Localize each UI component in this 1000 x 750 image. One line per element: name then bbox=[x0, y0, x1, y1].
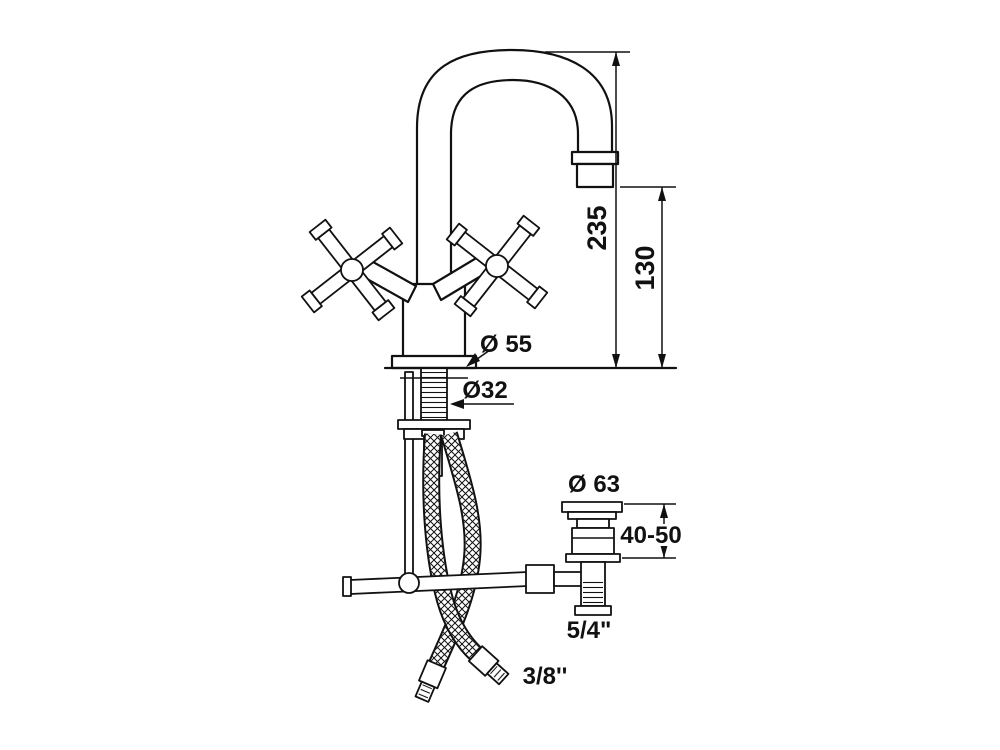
waste-neck bbox=[576, 518, 610, 529]
waste-body bbox=[571, 527, 615, 555]
faucet-body bbox=[390, 282, 478, 370]
linkage-nut bbox=[525, 564, 555, 594]
dia-63-label: Ø 63 bbox=[568, 471, 620, 498]
spout-aerator bbox=[575, 162, 615, 189]
waste-bottom-ring bbox=[574, 605, 612, 616]
linkage-rod bbox=[349, 571, 529, 595]
mounting-washer bbox=[397, 419, 471, 430]
waste-flange bbox=[565, 553, 621, 563]
hose-thread-label: 3/8'' bbox=[523, 663, 568, 690]
right-handle-hub bbox=[485, 254, 509, 278]
dimension-dia55: Ø 55 bbox=[466, 331, 532, 367]
dimension-40-50: 40-50 bbox=[620, 503, 682, 559]
linkage-connector bbox=[553, 571, 585, 587]
spout-collar bbox=[570, 150, 620, 166]
left-handle-hub bbox=[340, 258, 364, 282]
flexible-hose-right bbox=[427, 431, 482, 670]
hose-fitting-left bbox=[414, 659, 447, 703]
base-flange bbox=[390, 354, 478, 370]
dim-235-label: 235 bbox=[582, 205, 612, 250]
dimension-130: 130 bbox=[620, 186, 676, 368]
dim-130-label: 130 bbox=[630, 245, 660, 290]
linkage-ball-joint bbox=[398, 572, 420, 594]
dimension-dia32: Ø32 bbox=[450, 377, 514, 409]
pop-up-rod bbox=[404, 371, 414, 575]
linkage-end-cap bbox=[342, 576, 352, 597]
dia-55-label: Ø 55 bbox=[480, 331, 532, 358]
dimension-235: 235 bbox=[545, 51, 630, 368]
hose-fitting-right bbox=[467, 645, 510, 686]
dim-40-50-label: 40-50 bbox=[620, 522, 681, 549]
right-cross-handle bbox=[445, 214, 549, 318]
waste-plug-cap bbox=[561, 501, 623, 513]
gooseneck-spout bbox=[415, 48, 620, 292]
shank-threads bbox=[421, 372, 447, 418]
left-cross-handle bbox=[300, 218, 404, 322]
waste-thread-label: 5/4" bbox=[567, 617, 612, 644]
waste-threads bbox=[583, 580, 603, 604]
waste-assembly bbox=[561, 501, 623, 616]
dia-32-label: Ø32 bbox=[462, 377, 507, 404]
